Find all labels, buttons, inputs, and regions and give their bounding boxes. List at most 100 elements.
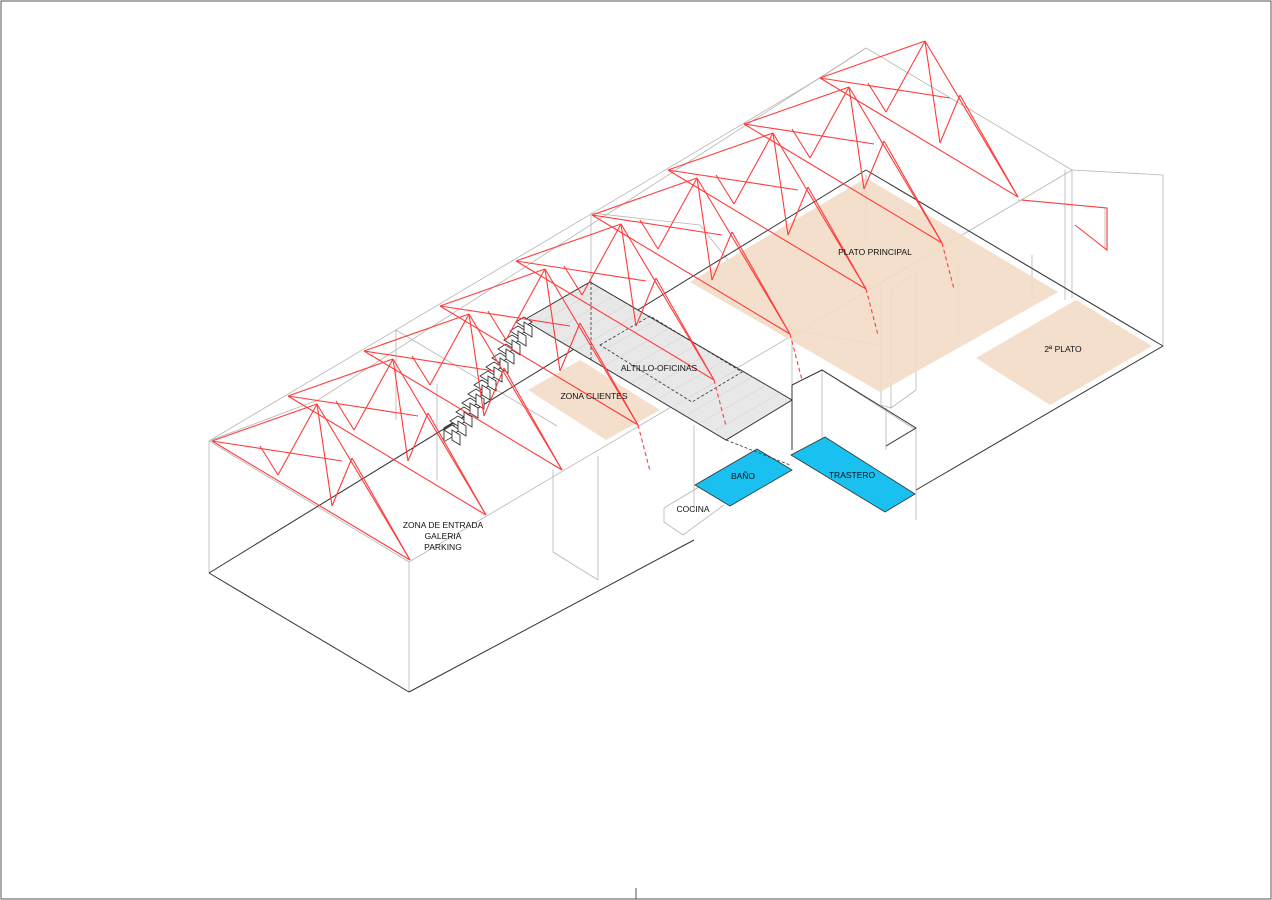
truss-member bbox=[620, 223, 715, 381]
truss-member bbox=[867, 82, 887, 113]
truss-member bbox=[885, 40, 926, 113]
truss-member bbox=[277, 403, 318, 476]
truss-member bbox=[657, 177, 698, 250]
truss-member bbox=[667, 132, 774, 171]
truss-member bbox=[211, 440, 343, 462]
truss-member bbox=[581, 223, 622, 296]
main-stage-zone bbox=[690, 178, 1058, 392]
truss-member bbox=[939, 94, 961, 144]
truss-member bbox=[772, 132, 789, 236]
truss-member bbox=[819, 40, 926, 79]
kitchen-label: COCINA bbox=[676, 504, 709, 514]
truss-member bbox=[809, 86, 850, 159]
bathroom-zone bbox=[694, 448, 793, 507]
roof-truss bbox=[819, 40, 1019, 198]
truss-member bbox=[515, 223, 622, 262]
truss-member bbox=[351, 457, 411, 561]
truss-member bbox=[392, 358, 409, 462]
labels: ZONA DE ENTRADA GALERIA PARKING ZONA CLI… bbox=[403, 247, 1082, 552]
roof-truss bbox=[515, 223, 727, 427]
truss-hidden-member bbox=[865, 288, 879, 336]
truss-member bbox=[544, 268, 639, 426]
main-stage-label: PLATO PRINCIPAL bbox=[838, 247, 912, 257]
truss-hidden-member bbox=[637, 424, 651, 472]
truss-member bbox=[316, 403, 411, 561]
truss-member bbox=[487, 310, 507, 341]
truss-member bbox=[743, 86, 850, 125]
truss-member bbox=[819, 77, 951, 99]
truss-member bbox=[924, 40, 1019, 198]
truss-member bbox=[439, 305, 639, 426]
roof-truss bbox=[439, 268, 651, 472]
zones bbox=[528, 178, 1152, 513]
truss-member bbox=[211, 440, 411, 561]
truss-member bbox=[620, 223, 637, 327]
truss-member bbox=[503, 367, 563, 471]
roof-trusses bbox=[211, 40, 1108, 561]
entrance-label-line3: PARKING bbox=[424, 542, 462, 552]
stair-steps bbox=[443, 316, 533, 446]
truss-member bbox=[579, 322, 639, 426]
clients-zone-label: ZONA CLIENTES bbox=[560, 391, 627, 401]
roof-truss bbox=[363, 313, 563, 471]
truss-member bbox=[335, 400, 355, 431]
truss-member bbox=[667, 169, 799, 191]
roof-truss bbox=[591, 177, 803, 381]
truss-member bbox=[331, 457, 353, 507]
truss-member bbox=[259, 445, 279, 476]
truss-member bbox=[563, 265, 583, 296]
truss-member bbox=[819, 77, 1019, 198]
truss-member bbox=[287, 358, 394, 397]
truss-member bbox=[731, 231, 791, 335]
truss-hidden-member bbox=[713, 379, 727, 427]
truss-hidden-member bbox=[789, 333, 803, 381]
truss-member bbox=[439, 268, 546, 307]
truss-member bbox=[711, 231, 733, 281]
truss-member bbox=[515, 260, 647, 282]
truss-member bbox=[211, 403, 318, 442]
entrance-label-line2: GALERIA bbox=[425, 531, 462, 541]
truss-member bbox=[772, 132, 867, 290]
truss-member bbox=[287, 395, 419, 417]
truss-member bbox=[696, 177, 713, 281]
truss-member bbox=[743, 123, 943, 244]
truss-member bbox=[791, 128, 811, 159]
truss-member bbox=[848, 86, 865, 190]
roof-truss bbox=[211, 403, 411, 561]
truss-member bbox=[439, 305, 571, 327]
truss-member bbox=[655, 277, 715, 381]
second-stage-label: 2ª PLATO bbox=[1044, 344, 1082, 354]
mezzanine-label: ALTILLO-OFICINAS bbox=[621, 363, 698, 373]
truss-member bbox=[505, 268, 546, 341]
truss-member bbox=[483, 367, 505, 417]
truss-member bbox=[429, 313, 470, 386]
truss-member bbox=[924, 40, 941, 144]
truss-member bbox=[363, 350, 495, 372]
truss-member bbox=[363, 313, 470, 352]
truss-member bbox=[959, 94, 1019, 198]
truss-member bbox=[468, 313, 485, 417]
truss-member bbox=[559, 322, 581, 372]
floor-outline bbox=[208, 169, 1164, 693]
truss-member bbox=[696, 177, 791, 335]
truss-member bbox=[392, 358, 487, 516]
roof-truss bbox=[667, 132, 879, 336]
truss-member bbox=[316, 403, 333, 507]
storage-zone bbox=[790, 436, 916, 513]
storage-label: TRASTERO bbox=[829, 470, 876, 480]
truss-member bbox=[353, 358, 394, 431]
truss-member bbox=[667, 169, 867, 290]
truss-member bbox=[427, 412, 487, 516]
rear-truss bbox=[1021, 199, 1108, 252]
entrance-label-line1: ZONA DE ENTRADA bbox=[403, 520, 484, 530]
truss-member bbox=[639, 219, 659, 250]
truss-member bbox=[468, 313, 563, 471]
truss-member bbox=[743, 123, 875, 145]
truss-member bbox=[635, 277, 657, 327]
truss-member bbox=[411, 355, 431, 386]
truss-member bbox=[733, 132, 774, 205]
mezzanine bbox=[523, 281, 793, 466]
truss-member bbox=[287, 395, 487, 516]
